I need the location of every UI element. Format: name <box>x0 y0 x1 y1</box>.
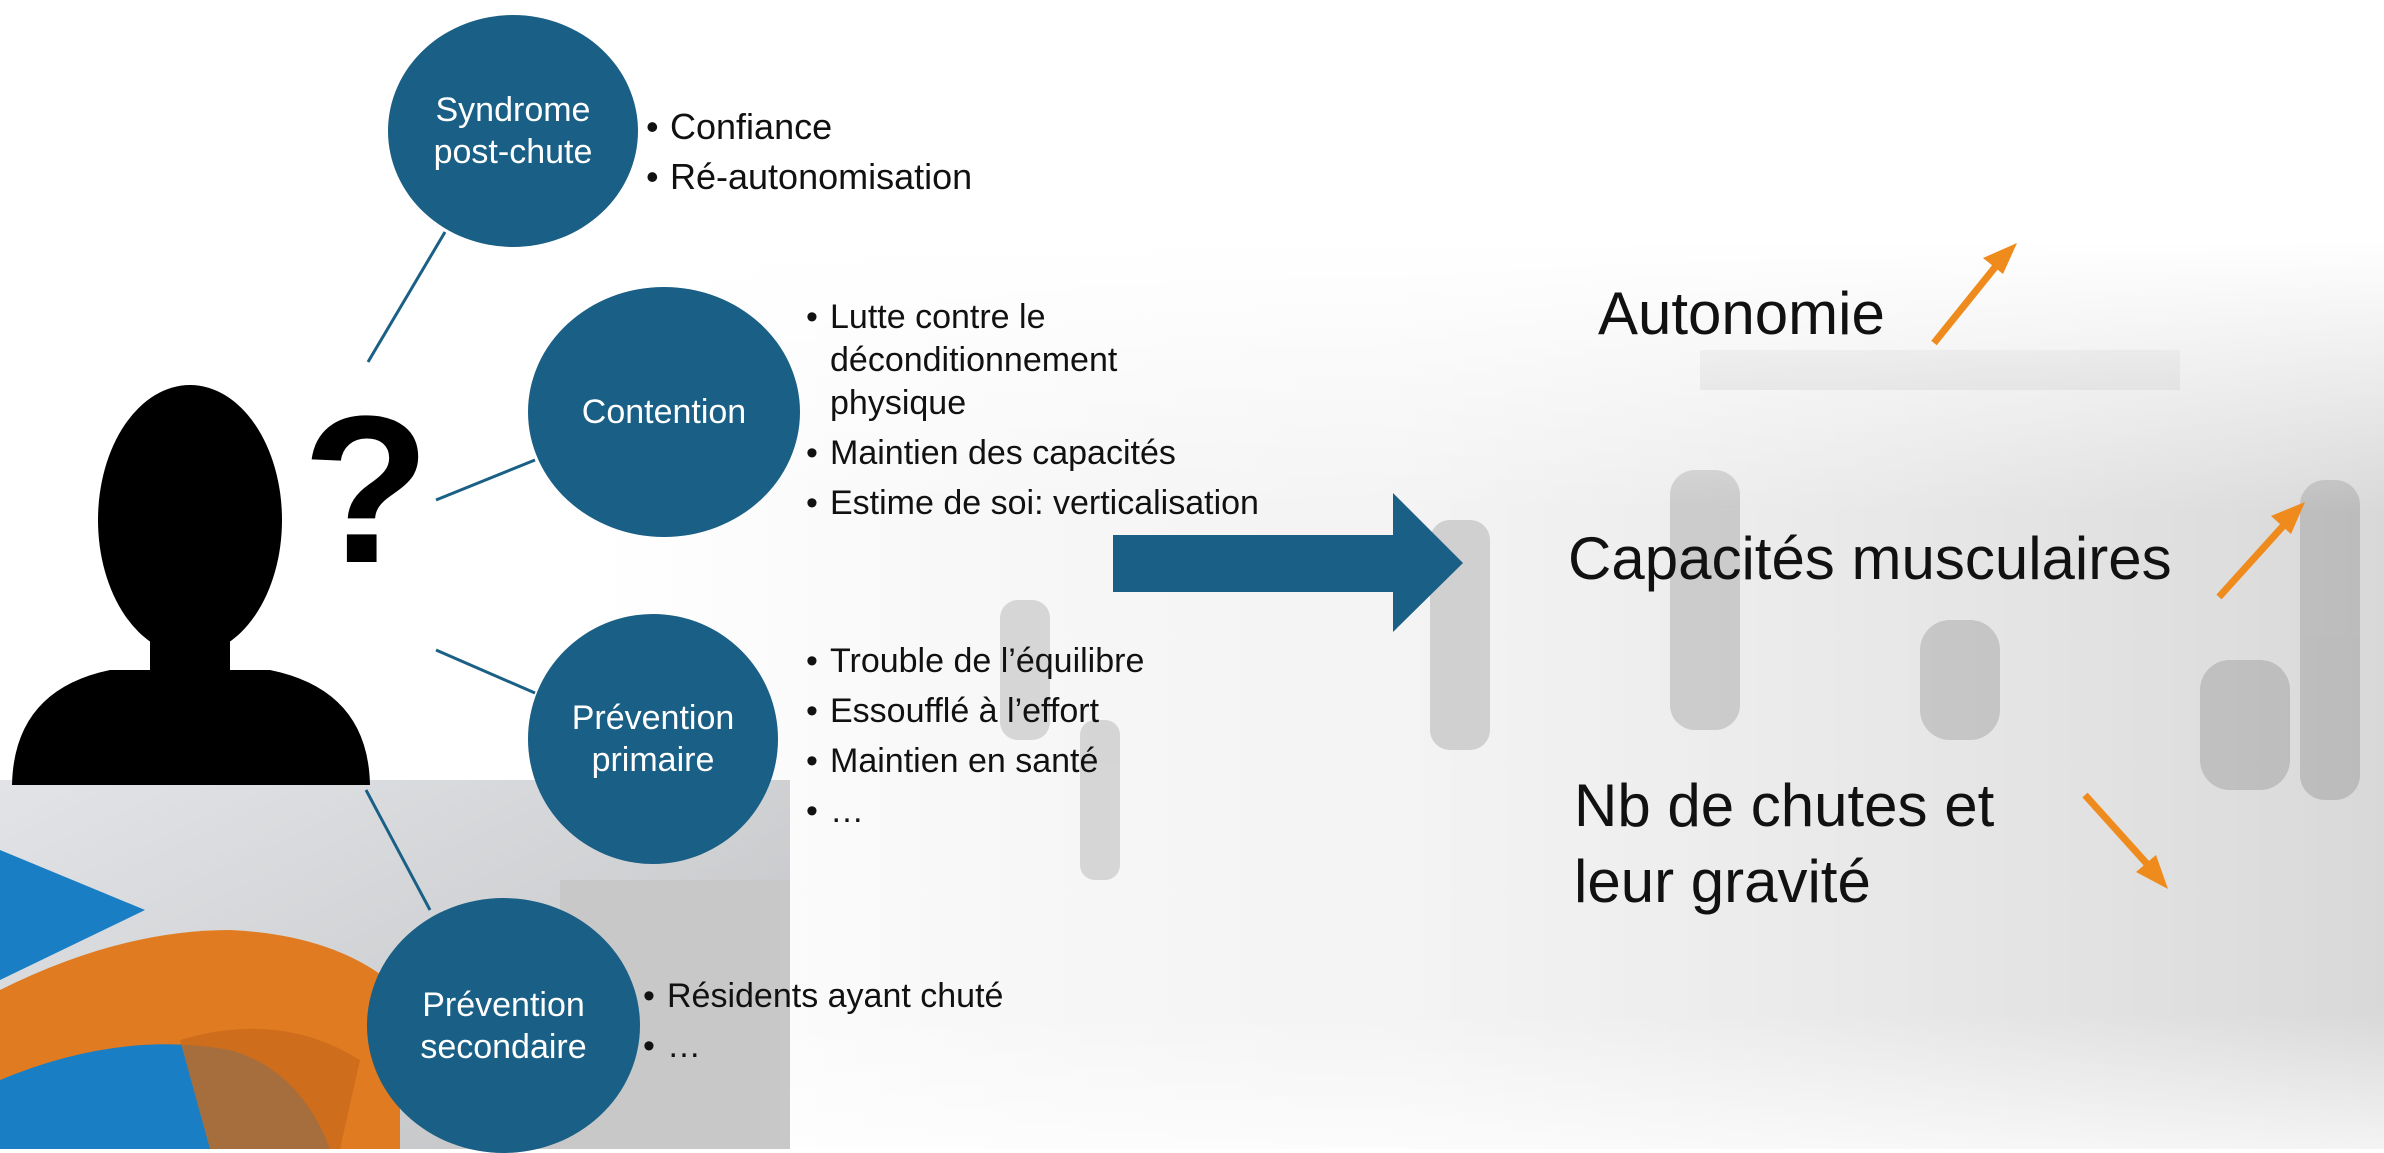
list-item: … <box>806 790 1246 833</box>
question-mark-icon: ? <box>302 372 431 607</box>
circle-contention: Contention <box>528 287 800 537</box>
list-item: … <box>643 1025 1143 1068</box>
outcome-chutes: Nb de chutes et leur gravité <box>1574 768 1994 920</box>
circle-prevention-primaire: Prévention primaire <box>528 614 778 864</box>
circle-label: Prévention <box>422 985 585 1024</box>
chutes-down-arrow-icon <box>2082 792 2168 889</box>
list-item: Lutte contre le déconditionnement physiq… <box>806 296 1230 425</box>
capacites-up-arrow-icon <box>2216 502 2305 600</box>
list-item: Confiance <box>646 105 1066 148</box>
list-item: Résidents ayant chuté <box>643 975 1143 1018</box>
list-item: Ré-autonomisation <box>646 155 1066 198</box>
list-item: Maintien en santé <box>806 740 1246 783</box>
person-silhouette <box>12 385 370 785</box>
autonomie-up-arrow-icon <box>1931 243 2017 346</box>
outcome-chutes-line2: leur gravité <box>1574 848 1871 915</box>
circle-label: secondaire <box>420 1027 587 1066</box>
list-prevention-primaire: Trouble de l’équilibre Essoufflé à l’eff… <box>806 640 1246 840</box>
flow-arrow <box>1113 493 1463 632</box>
list-item: Essoufflé à l’effort <box>806 690 1246 733</box>
circle-label: Syndrome <box>435 91 591 129</box>
circle-label: Contention <box>581 393 747 431</box>
outcome-capacites-musculaires: Capacités musculaires <box>1568 525 2172 592</box>
outcome-chutes-line1: Nb de chutes et <box>1574 772 1995 839</box>
circle-label: post-chute <box>433 133 593 171</box>
list-item: Estime de soi: verticalisation <box>806 482 1346 525</box>
list-prevention-secondaire: Résidents ayant chuté … <box>643 975 1143 1075</box>
connector-lines <box>364 231 536 911</box>
list-syndrome: Confiance Ré-autonomisation <box>646 105 1066 205</box>
list-contention: Lutte contre le déconditionnement physiq… <box>806 296 1346 532</box>
list-item: Trouble de l’équilibre <box>806 640 1246 683</box>
circle-syndrome-post-chute: Syndrome post-chute <box>388 15 638 247</box>
list-item: Maintien des capacités <box>806 432 1346 475</box>
circle-label: Prévention <box>571 699 735 737</box>
circle-label: primaire <box>591 741 715 779</box>
outcome-autonomie: Autonomie <box>1598 280 1885 347</box>
